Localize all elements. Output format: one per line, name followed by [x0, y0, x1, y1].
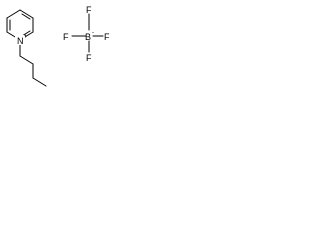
- fluorine-left-label: F: [63, 32, 69, 42]
- boron-label: B: [85, 32, 91, 42]
- chain-bond-2: [19, 55, 34, 65]
- chemical-structure: N + F F B - F F: [6, 5, 110, 87]
- fluorine-right-label: F: [104, 32, 110, 42]
- fluorine-top-label: F: [86, 5, 92, 15]
- nitrogen-charge: +: [24, 34, 28, 40]
- chain-bond-4: [32, 77, 47, 87]
- butyl-chain: [19, 43, 47, 87]
- boron-charge: -: [92, 30, 94, 36]
- ring-bond-c1-c2: [6, 9, 21, 19]
- nitrogen-label: N: [17, 36, 24, 46]
- structure-diagram: N + F F B - F F: [0, 0, 114, 103]
- fluorine-bottom-label: F: [86, 53, 92, 63]
- tetrafluoroborate-anion: F F B - F F: [63, 5, 110, 63]
- nitrogen-mask: [15, 35, 25, 45]
- ring-bond-c2-c3: [19, 9, 34, 19]
- ring-double-bond-1: [21, 13, 31, 20]
